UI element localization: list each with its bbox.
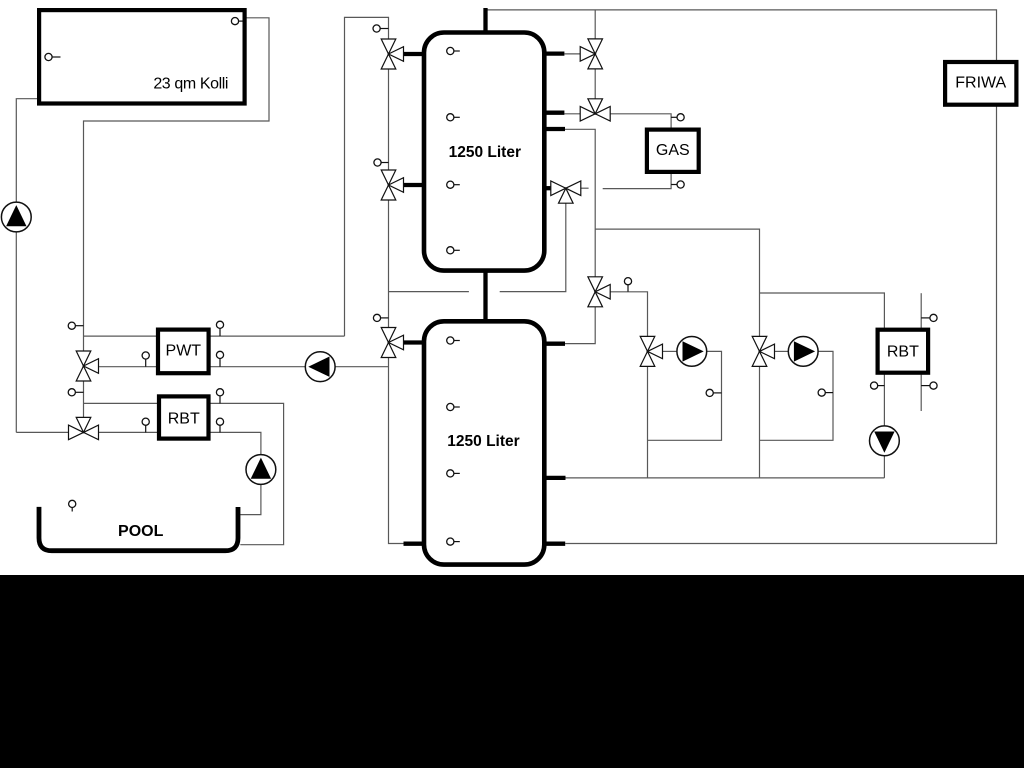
svg-text:RBT: RBT	[887, 344, 919, 361]
svg-text:1250 Liter: 1250 Liter	[447, 433, 519, 450]
svg-text:GAS: GAS	[656, 142, 690, 159]
svg-text:FRIWA: FRIWA	[955, 74, 1006, 91]
svg-text:RBT: RBT	[168, 410, 200, 427]
svg-text:PWT: PWT	[166, 342, 202, 359]
svg-text:1250 Liter: 1250 Liter	[449, 144, 521, 161]
svg-text:POOL: POOL	[118, 523, 164, 540]
svg-text:23 qm Kolli: 23 qm Kolli	[153, 76, 228, 93]
